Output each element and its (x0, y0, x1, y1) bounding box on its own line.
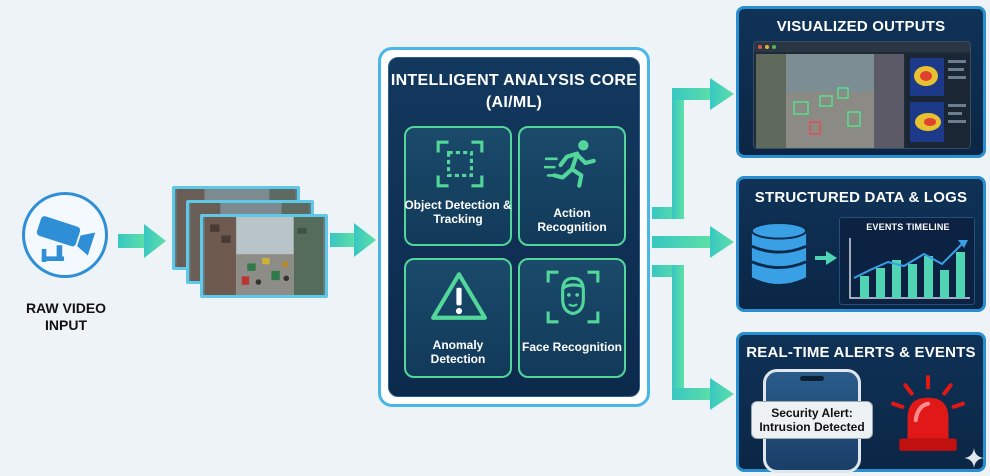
structured-data-panel: STRUCTURED DATA & LOGS EVENTS TIMELINE (736, 176, 986, 312)
module-label: Anomaly Detection (430, 338, 486, 366)
module-label: Object Detection & Tracking (404, 198, 512, 226)
module-label: Action Recognition (537, 206, 607, 234)
running-person-icon (544, 140, 596, 188)
arrow-core-to-outputs (652, 78, 734, 410)
video-frame-front (200, 214, 328, 298)
dashboard-preview-image (754, 42, 970, 148)
sparkle-icon (964, 448, 984, 468)
events-timeline-title: EVENTS TIMELINE (866, 222, 950, 232)
camera-badge (22, 192, 108, 278)
alerts-panel: REAL-TIME ALERTS & EVENTS Security Alert… (736, 332, 986, 473)
street-scene-image (204, 217, 324, 295)
structured-data-title: STRUCTURED DATA & LOGS (754, 189, 968, 206)
bounding-box-icon (436, 140, 484, 188)
visualized-outputs-panel: VISUALIZED OUTPUTS (736, 6, 986, 158)
data-flow-arrow-icon (815, 251, 837, 265)
module-action-recognition: Action Recognition (518, 126, 626, 246)
module-object-detection: Object Detection & Tracking (404, 126, 512, 246)
security-alert-message: Security Alert: Intrusion Detected (751, 401, 873, 439)
dashboard-window (753, 41, 971, 149)
module-anomaly-detection: Anomaly Detection (404, 258, 512, 378)
face-scan-icon (546, 270, 600, 324)
warning-triangle-icon (431, 272, 487, 320)
analysis-core-title: INTELLIGENT ANALYSIS CORE (AI/ML) (390, 72, 638, 111)
arrow-frames-to-core (330, 223, 376, 257)
module-face-recognition: Face Recognition (518, 258, 626, 378)
security-camera-icon (36, 216, 96, 262)
phone-notch (800, 376, 824, 381)
events-timeline-chart: EVENTS TIMELINE (839, 217, 975, 305)
database-icon (750, 222, 808, 285)
events-timeline-graphic (849, 238, 970, 299)
alarm-siren-icon (891, 375, 965, 451)
visualized-outputs-title: VISUALIZED OUTPUTS (776, 18, 946, 35)
alerts-title: REAL-TIME ALERTS & EVENTS (746, 344, 976, 361)
raw-video-input-label: RAW VIDEO INPUT (25, 300, 107, 333)
arrow-input-to-frames (118, 224, 166, 258)
module-label: Face Recognition (521, 340, 622, 354)
